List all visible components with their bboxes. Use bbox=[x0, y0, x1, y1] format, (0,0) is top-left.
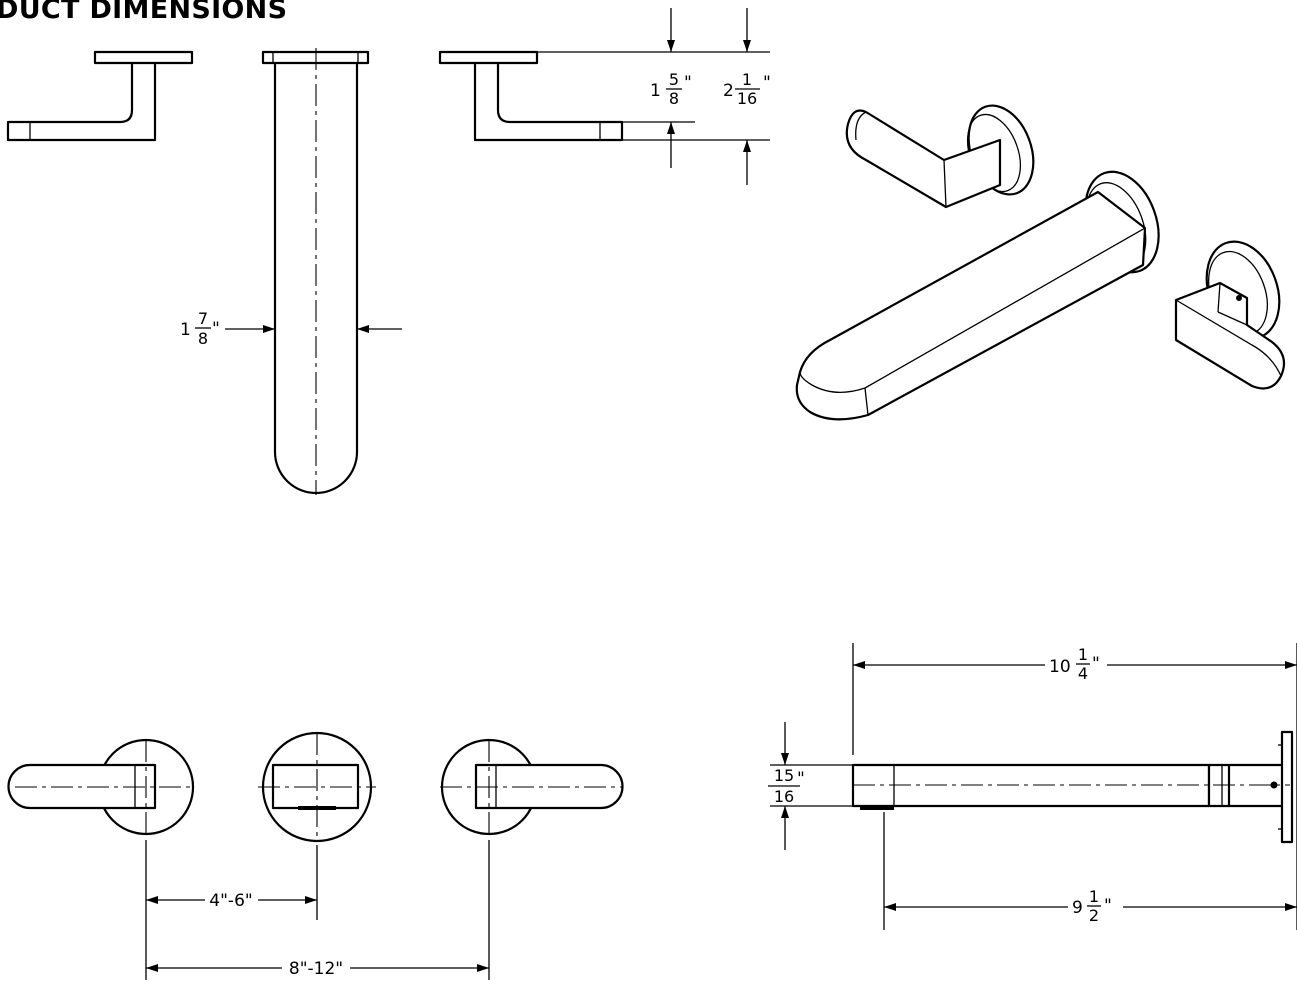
spout-width-dimension: 1 7 8 " bbox=[180, 309, 402, 348]
svg-text:1: 1 bbox=[1089, 887, 1099, 906]
svg-text:15: 15 bbox=[774, 766, 794, 785]
front-right-handle bbox=[440, 738, 624, 836]
svg-text:8"-12": 8"-12" bbox=[289, 959, 343, 979]
spout-top-view bbox=[261, 48, 370, 495]
svg-text:1: 1 bbox=[742, 70, 752, 89]
svg-text:5: 5 bbox=[669, 70, 679, 89]
iso-left-handle bbox=[845, 104, 1035, 209]
svg-text:8: 8 bbox=[198, 329, 208, 348]
svg-text:2: 2 bbox=[723, 81, 734, 101]
svg-text:": " bbox=[1104, 896, 1112, 916]
spout-thickness-dimension: 15 16 " bbox=[768, 722, 805, 850]
iso-spout bbox=[795, 170, 1160, 421]
page-title: DUCT DIMENSIONS bbox=[0, 0, 288, 25]
escutcheon-height-label: 2 1 16 " bbox=[723, 70, 771, 108]
lever-height-label: 1 5 8 " bbox=[650, 70, 692, 108]
svg-text:1: 1 bbox=[180, 320, 191, 340]
isometric-view bbox=[795, 104, 1286, 421]
svg-text:": " bbox=[1092, 654, 1100, 674]
spacing-8-12-dimension: 8"-12" bbox=[146, 959, 489, 979]
svg-text:": " bbox=[684, 73, 692, 93]
svg-text:7: 7 bbox=[198, 309, 208, 328]
svg-text:": " bbox=[763, 73, 771, 93]
svg-text:16: 16 bbox=[774, 787, 794, 806]
height-dimensions: 1 5 8 " 2 1 16 " bbox=[537, 8, 771, 185]
front-left-handle bbox=[7, 738, 195, 836]
spacing-4-6-dimension: 4"-6" bbox=[146, 891, 317, 911]
svg-text:1: 1 bbox=[1078, 645, 1088, 664]
right-handle-top-view bbox=[438, 50, 624, 142]
side-view: 10 1 4 " 9 1 2 " 15 16 " bbox=[768, 643, 1297, 930]
svg-text:10: 10 bbox=[1049, 657, 1071, 677]
svg-text:": " bbox=[797, 769, 805, 789]
svg-text:2: 2 bbox=[1089, 906, 1099, 925]
front-view: 4"-6" 8"-12" bbox=[7, 731, 624, 980]
svg-text:9: 9 bbox=[1072, 898, 1083, 918]
front-spout bbox=[258, 731, 376, 843]
svg-text:4"-6": 4"-6" bbox=[209, 891, 252, 911]
svg-text:4: 4 bbox=[1078, 664, 1088, 683]
svg-text:8: 8 bbox=[669, 89, 679, 108]
left-handle-top-view bbox=[6, 50, 194, 142]
svg-text:1: 1 bbox=[650, 81, 661, 101]
spout-projection-dimension: 9 1 2 " bbox=[884, 887, 1297, 925]
svg-text:": " bbox=[212, 319, 220, 339]
svg-text:16: 16 bbox=[737, 89, 757, 108]
spout-length-dimension: 10 1 4 " bbox=[853, 645, 1297, 683]
iso-right-handle bbox=[1174, 240, 1286, 390]
